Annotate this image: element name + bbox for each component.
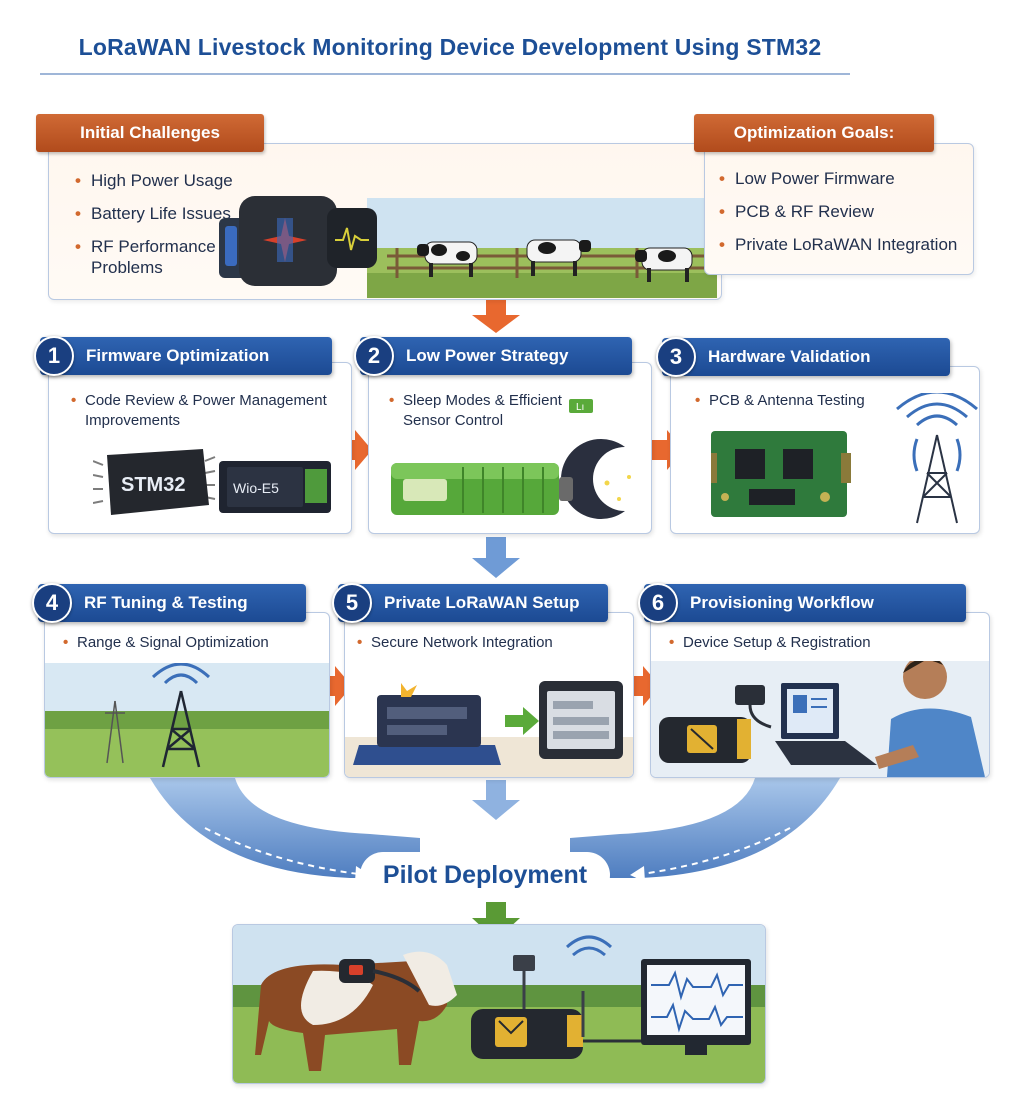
step-description: Sleep Modes & Efficient Sensor Control <box>389 391 573 431</box>
pcb-antenna-illustration <box>711 393 978 524</box>
pasture-scene-illustration <box>219 196 717 298</box>
right-curve-band <box>570 778 840 878</box>
moon-icon <box>561 439 631 519</box>
step-title: Provisioning Workflow <box>690 593 874 612</box>
goals-panel: Low Power Firmware PCB & RF Review Priva… <box>704 143 974 275</box>
challenge-item: RF Performance Problems <box>75 236 235 278</box>
cow-icon <box>526 239 591 276</box>
left-curve-band <box>150 778 420 878</box>
challenges-panel: High Power Usage Battery Life Issues RF … <box>48 143 722 300</box>
step-title: RF Tuning & Testing <box>84 593 248 612</box>
cow-icon <box>635 247 693 282</box>
step-title: Private LoRaWAN Setup <box>384 593 580 612</box>
arrow-green-icon <box>505 707 539 735</box>
antenna-tower-icon <box>161 690 201 768</box>
right-arrow-5-6 <box>628 666 660 706</box>
step-card-hardware-validation: PCB & Antenna Testing <box>670 366 980 534</box>
cow-icon <box>417 241 478 277</box>
step-title: Firmware Optimization <box>86 346 270 365</box>
power-pylon-icon <box>105 700 125 764</box>
step-title: Hardware Validation <box>708 347 871 366</box>
goal-item: Private LoRaWAN Integration <box>719 234 969 255</box>
tracker-device-icon <box>659 717 751 763</box>
gateway-device-icon <box>471 935 613 1059</box>
step-header-2: 2 Low Power Strategy <box>354 336 632 376</box>
step-header-1: 1 Firmware Optimization <box>34 336 332 376</box>
down-arrow-green <box>472 902 520 940</box>
step-number: 3 <box>656 337 696 377</box>
stm32-chip-icon: STM32 <box>93 449 216 515</box>
provisioning-illustration <box>651 661 989 777</box>
step-description: Device Setup & Registration <box>669 633 933 653</box>
cow-with-collar-icon <box>255 951 457 1071</box>
pcb-board-icon <box>711 431 851 517</box>
down-arrow-blue-2 <box>472 780 520 820</box>
step-number: 6 <box>638 583 678 623</box>
goal-item: Low Power Firmware <box>719 168 969 189</box>
gateway-router-icon <box>353 683 501 765</box>
page-title: LoRaWAN Livestock Monitoring Device Deve… <box>78 34 822 60</box>
gateway-icon <box>735 685 772 729</box>
collar-device-icon <box>219 196 377 286</box>
battery-sleep-illustration: Lı <box>391 399 631 519</box>
challenge-item: Battery Life Issues <box>75 203 235 224</box>
title-underline <box>40 73 850 75</box>
deployment-illustration <box>233 925 765 1083</box>
goals-header: Optimization Goals: <box>694 114 934 152</box>
down-arrow-blue-1 <box>472 537 520 578</box>
step-header-3: 3 Hardware Validation <box>656 337 950 377</box>
stm32-label: STM32 <box>121 474 185 496</box>
network-illustration <box>345 681 633 777</box>
goals-list: Low Power Firmware PCB & RF Review Priva… <box>719 168 969 267</box>
sensor-tag-icon: Lı <box>569 399 593 413</box>
laptop-icon <box>775 683 877 765</box>
step-card-private-lorawan: Secure Network Integration <box>344 612 634 778</box>
down-arrow-orange <box>472 300 520 333</box>
wio-e5-module-icon: Wio-E5 <box>219 461 331 513</box>
step-card-low-power-strategy: Sleep Modes & Efficient Sensor Control L… <box>368 362 652 534</box>
engineer-avatar <box>875 661 985 777</box>
step-number: 5 <box>332 583 372 623</box>
step-card-firmware-optimization: Code Review & Power Management Improveme… <box>48 362 352 534</box>
battery-icon <box>391 463 573 515</box>
step-number: 2 <box>354 336 394 376</box>
goal-item: PCB & RF Review <box>719 201 969 222</box>
pilot-deployment-label: Pilot Deployment <box>360 852 610 898</box>
step-number: 4 <box>32 583 72 623</box>
step-description: Secure Network Integration <box>357 633 633 653</box>
antenna-tower-icon <box>896 393 978 524</box>
step-number: 1 <box>34 336 74 376</box>
monitor-waveform-icon <box>641 959 751 1055</box>
right-arrow-2-3 <box>652 430 684 470</box>
challenges-header: Initial Challenges <box>36 114 264 152</box>
pilot-deployment-scene <box>232 924 766 1084</box>
chip-illustration: STM32 Wio-E5 <box>93 449 331 515</box>
wio-e5-label: Wio-E5 <box>233 480 279 496</box>
svg-text:Lı: Lı <box>576 402 584 413</box>
step-title: Low Power Strategy <box>406 346 569 365</box>
step-header-4: 4 RF Tuning & Testing <box>32 583 306 623</box>
step-description: PCB & Antenna Testing <box>695 391 909 411</box>
step-header-5: 5 Private LoRaWAN Setup <box>332 583 608 623</box>
step-card-provisioning: Device Setup & Registration <box>650 612 990 778</box>
server-icon <box>539 681 623 759</box>
step-header-6: 6 Provisioning Workflow <box>638 583 966 623</box>
step-card-rf-tuning: Range & Signal Optimization <box>44 612 330 778</box>
challenge-item: High Power Usage <box>75 170 235 191</box>
step-description: Code Review & Power Management Improveme… <box>71 391 335 431</box>
step-description: Range & Signal Optimization <box>63 633 329 653</box>
challenges-list: High Power Usage Battery Life Issues RF … <box>75 170 235 290</box>
rf-field-illustration <box>45 663 329 777</box>
